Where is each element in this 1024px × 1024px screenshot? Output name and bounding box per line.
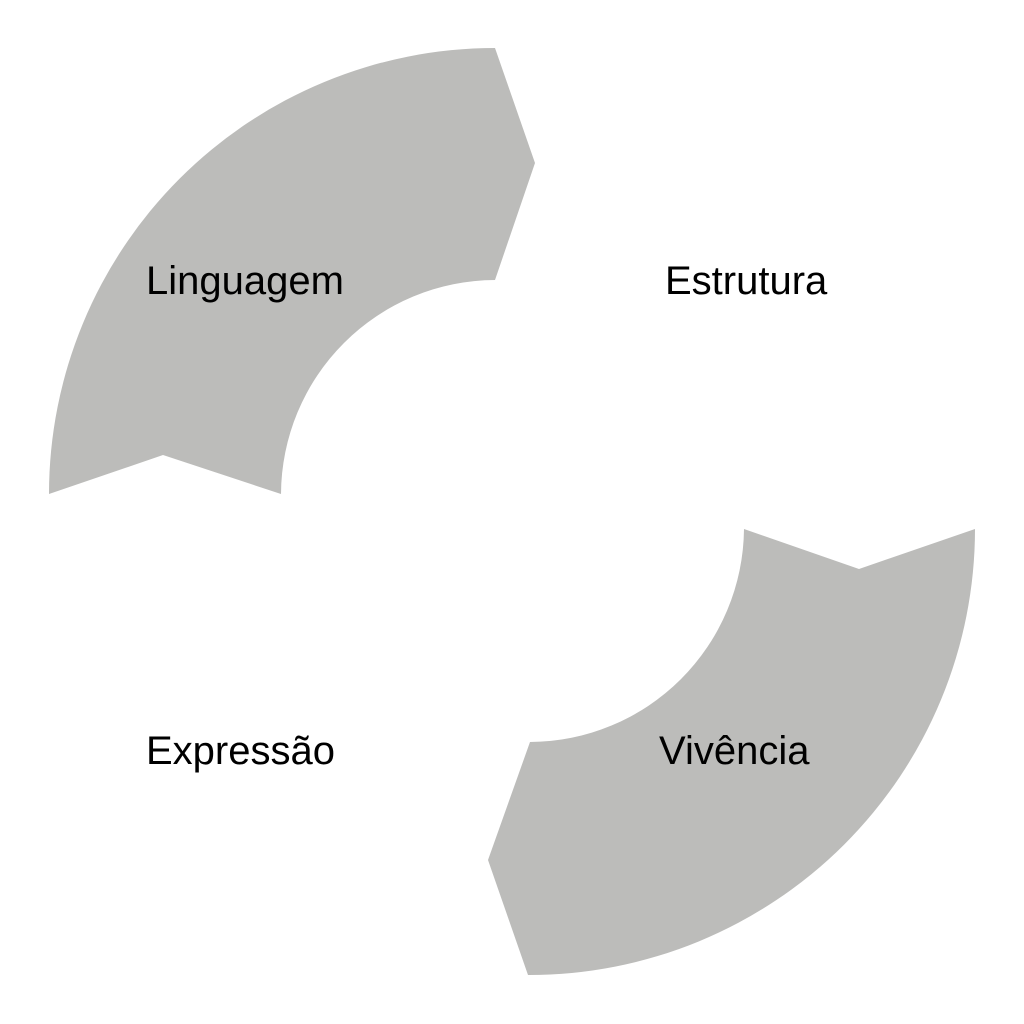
segment-label-linguagem: Linguagem <box>146 259 344 303</box>
segment-label-expressao: Expressão <box>146 729 335 773</box>
segment-label-estrutura: Estrutura <box>665 259 828 303</box>
segment-vivencia <box>488 529 975 976</box>
segment-label-vivencia: Vivência <box>659 729 810 773</box>
segment-linguagem <box>49 48 535 494</box>
